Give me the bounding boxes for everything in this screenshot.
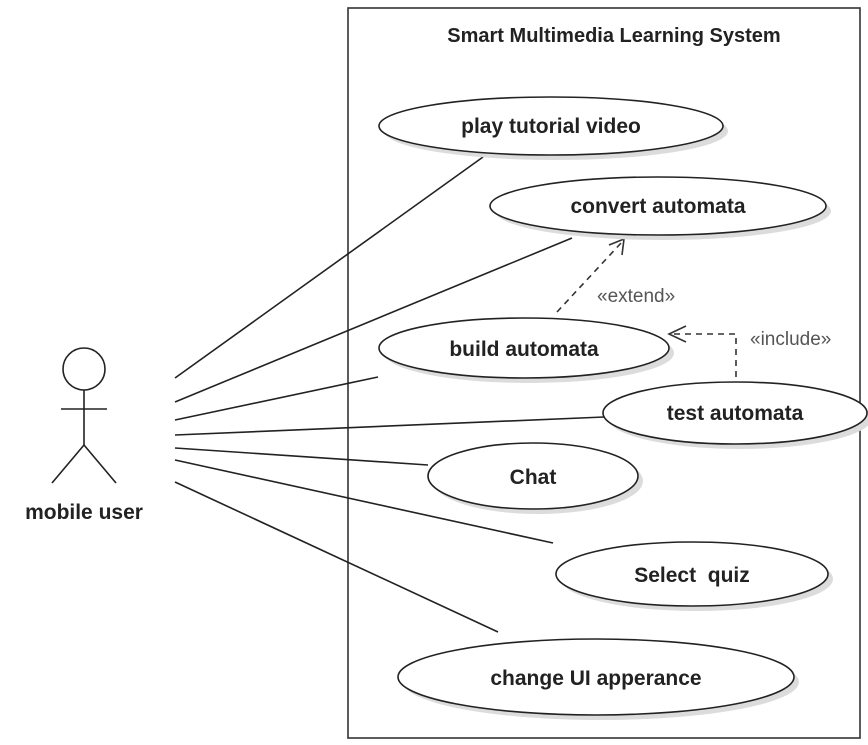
- extend-arrow-line: [556, 241, 623, 313]
- use-case-play-tutorial-video[interactable]: play tutorial video: [378, 96, 728, 160]
- actor-mobile-user[interactable]: mobile user: [25, 347, 143, 524]
- association-play-tutorial-video: [174, 156, 484, 379]
- include-relationship: «include»: [667, 325, 831, 377]
- use-case-label: build automata: [449, 338, 599, 361]
- use-case-change-ui-appearance[interactable]: change UI apperance: [397, 638, 799, 720]
- use-case-label: Select quiz: [634, 564, 750, 587]
- use-case-label: Chat: [510, 466, 557, 489]
- association-test-automata: [174, 416, 605, 436]
- use-case-test-automata[interactable]: test automata: [602, 381, 868, 449]
- association-build-automata: [174, 376, 379, 421]
- extend-label: «extend»: [597, 286, 675, 307]
- association-chat: [174, 447, 429, 466]
- include-label: «include»: [750, 329, 831, 350]
- use-case-label: change UI apperance: [490, 667, 701, 690]
- actor-label: mobile user: [25, 501, 143, 524]
- association-select-quiz: [174, 459, 554, 544]
- use-case-label: convert automata: [570, 195, 745, 218]
- use-case-build-automata[interactable]: build automata: [378, 317, 674, 383]
- include-arrow-line: [671, 333, 737, 377]
- associations: [174, 156, 605, 633]
- use-case-chat[interactable]: Chat: [427, 442, 643, 514]
- use-case-select-quiz[interactable]: Select quiz: [555, 541, 833, 611]
- use-case-convert-automata[interactable]: convert automata: [489, 176, 831, 240]
- association-change-ui-appearance: [174, 481, 499, 633]
- use-case-label: test automata: [667, 402, 804, 425]
- system-title: Smart Multimedia Learning System: [447, 25, 780, 47]
- include-arrowhead: [667, 325, 687, 343]
- association-convert-automata: [174, 237, 573, 403]
- use-case-label: play tutorial video: [461, 115, 641, 138]
- stick-figure-icon: [51, 347, 117, 484]
